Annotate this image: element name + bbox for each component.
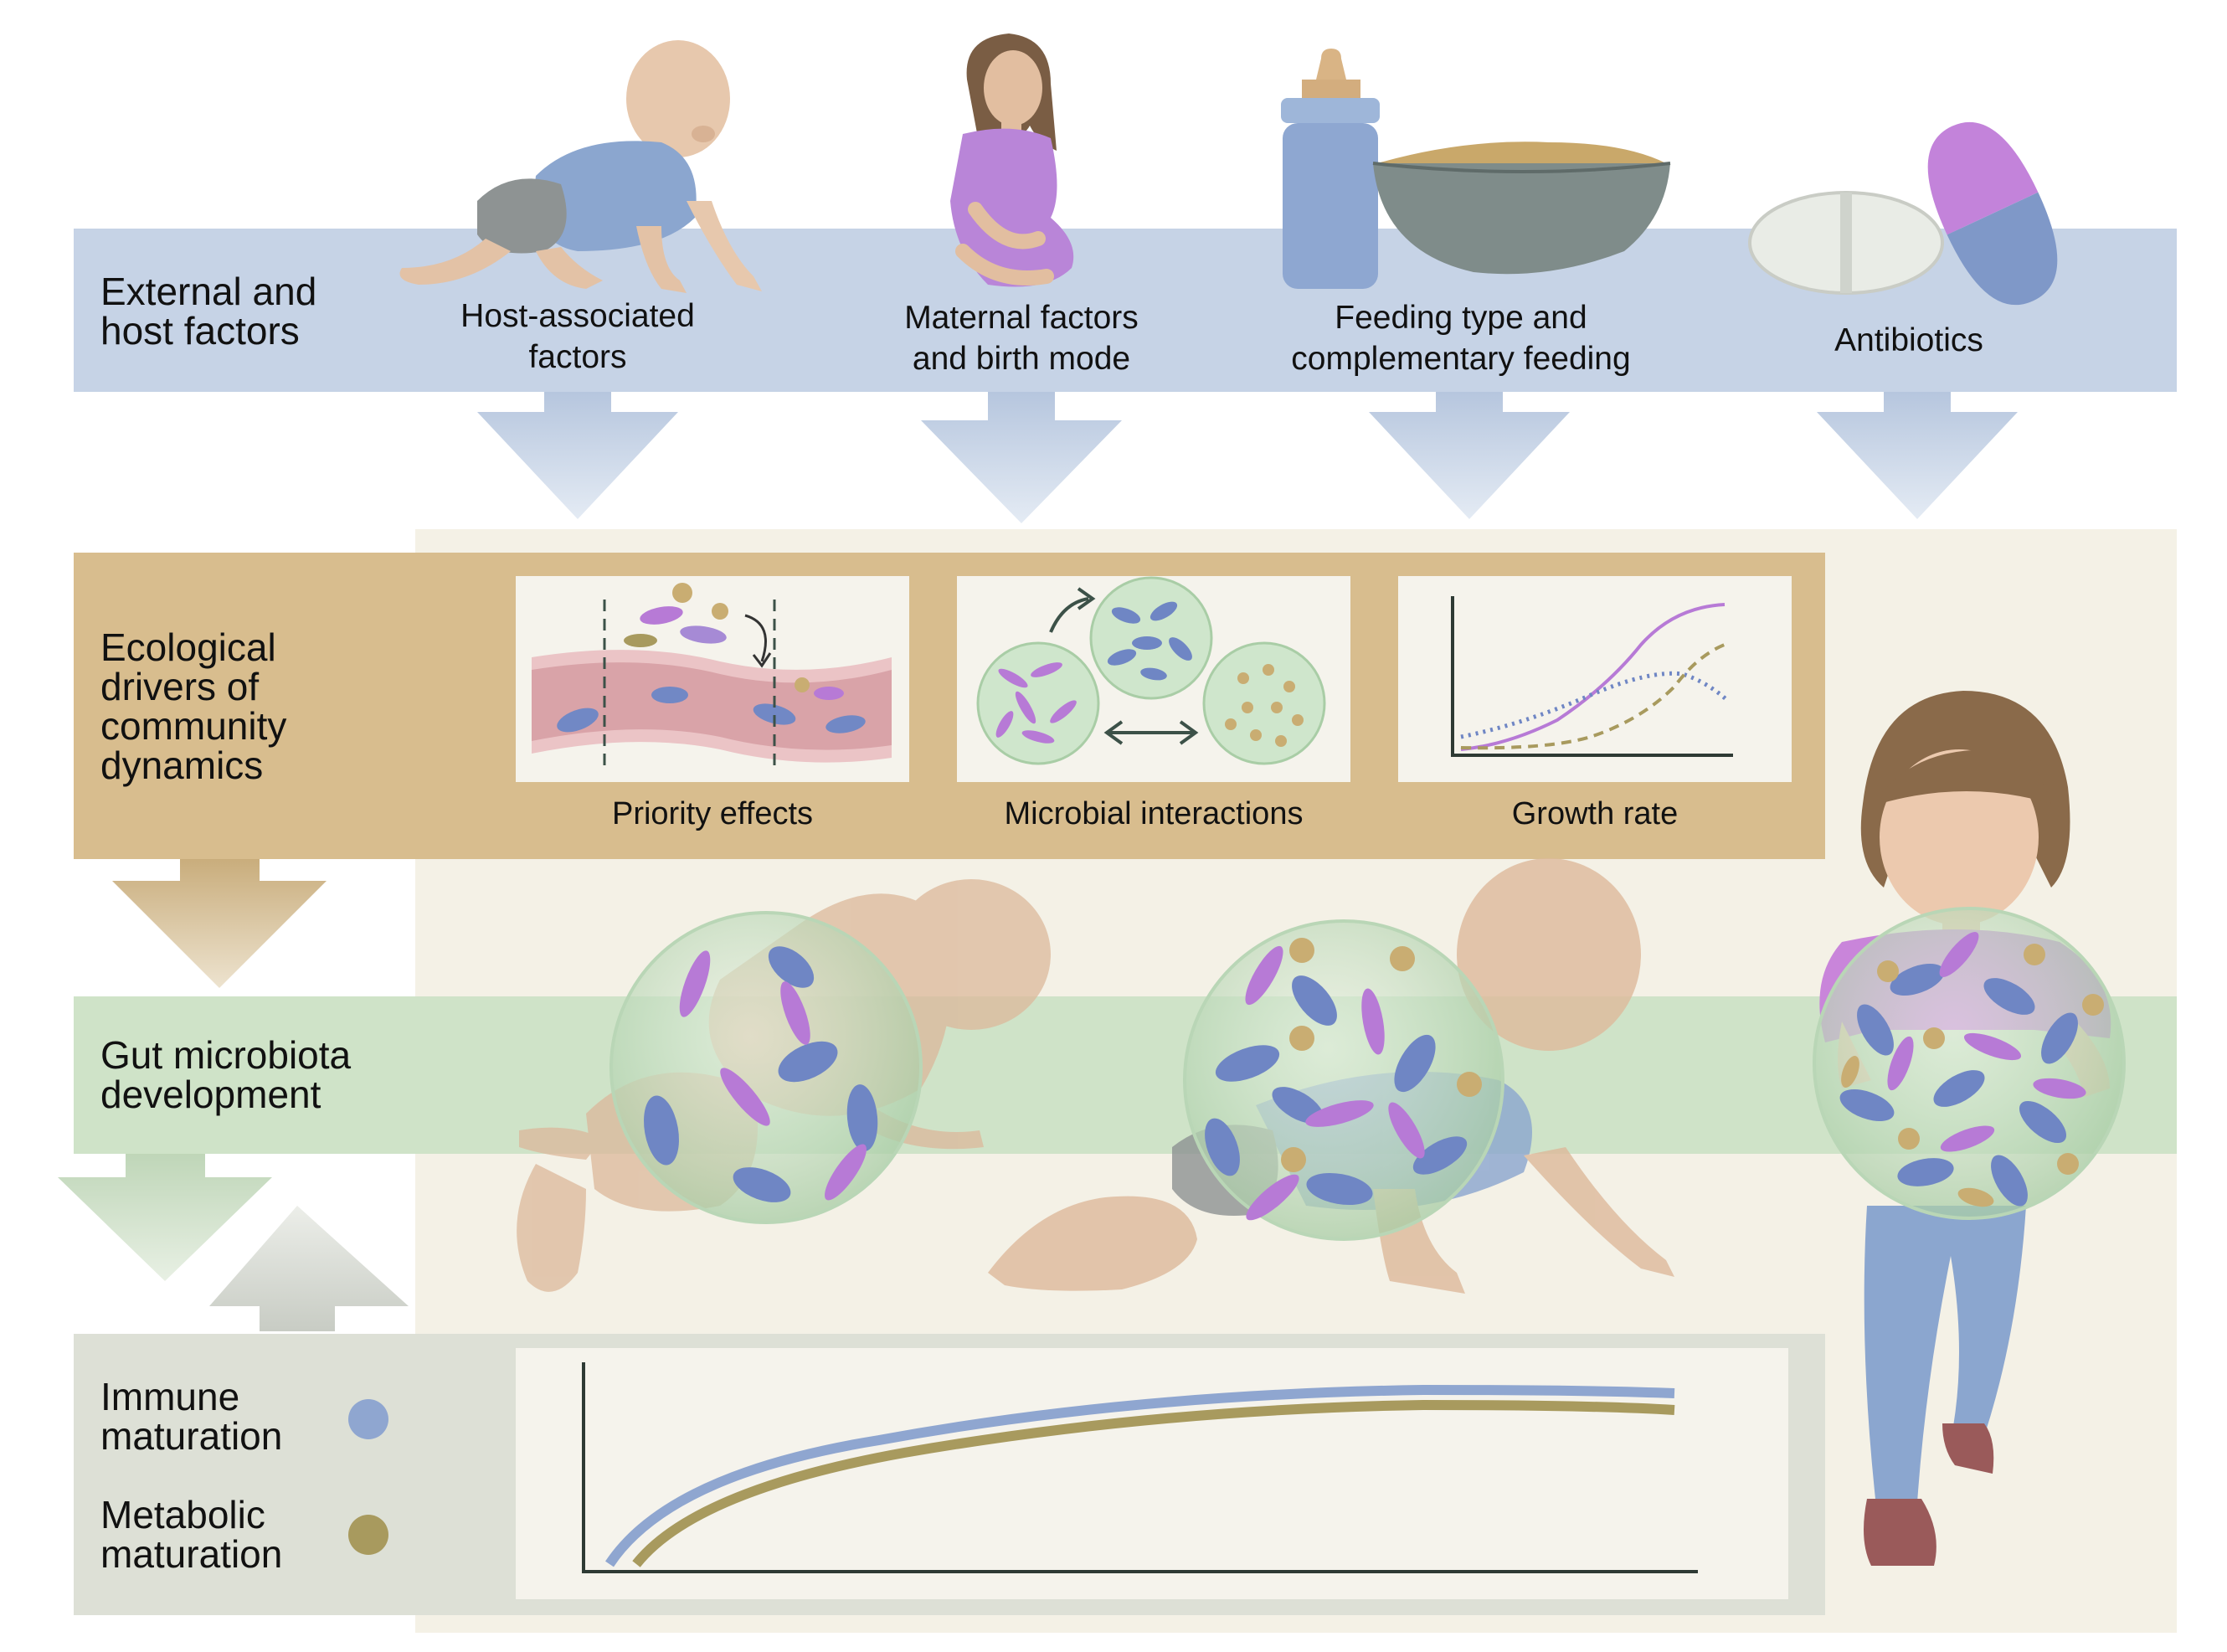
growth-curve-tan-dashed <box>1460 641 1730 750</box>
bacteria-bubble-newborn <box>609 911 923 1224</box>
growth-curve-blue-dotted <box>1460 671 1731 739</box>
down-arrow-host <box>477 392 678 519</box>
metabolic-title-line1: Metabolic <box>100 1493 265 1536</box>
immune-legend-dot <box>348 1399 388 1439</box>
maturation-chart-panel <box>516 1348 1788 1599</box>
host-factors-line2: factors <box>528 339 627 375</box>
microbial-interactions-graphic <box>976 576 1326 765</box>
growth-rate-label: Growth rate <box>1511 796 1679 831</box>
metabolic-title-line2: maturation <box>100 1532 283 1576</box>
priority-effects-label: Priority effects <box>611 796 814 831</box>
crawling-baby-illustration <box>399 40 762 293</box>
up-arrow-maturation <box>209 1206 409 1331</box>
gut-title-line2: development <box>100 1073 321 1116</box>
growth-curve-purple <box>1460 603 1726 751</box>
host-factors-label: Host-associated factors <box>423 296 733 378</box>
immune-maturation-title: Immune maturation <box>100 1377 282 1456</box>
feeding-factors-label: Feeding type and complementary feeding <box>1264 297 1658 379</box>
gut-title-line1: Gut microbiota <box>100 1033 352 1077</box>
immune-title-line1: Immune <box>100 1375 240 1418</box>
intestine-graphic <box>532 583 892 770</box>
ecological-drivers-title: Ecological drivers of community dynamics <box>100 628 286 785</box>
factor-arrows <box>477 392 2018 523</box>
host-factors-line1: Host-associated <box>460 298 695 334</box>
bottle-and-bowl-illustration <box>1281 49 1671 289</box>
ecological-title-line2: drivers of <box>100 665 260 708</box>
immune-title-line2: maturation <box>100 1414 283 1458</box>
ecological-title-line4: dynamics <box>100 744 264 787</box>
maturation-curves-chart <box>582 1362 1698 1573</box>
growth-rate-panel <box>1398 576 1792 782</box>
down-arrow-gut <box>58 1154 272 1281</box>
feeding-factors-line1: Feeding type and <box>1335 300 1587 336</box>
pregnant-woman-illustration <box>950 33 1074 287</box>
down-arrow-antibiotics <box>1817 392 2018 519</box>
bacteria-bubble-infant <box>1183 919 1504 1241</box>
gut-microbiota-title: Gut microbiota development <box>100 1036 351 1114</box>
external-title-line1: External and <box>100 270 317 313</box>
antibiotics-line1: Antibiotics <box>1834 322 1983 358</box>
down-arrow-maternal <box>921 392 1122 523</box>
external-title-line2: host factors <box>100 309 300 353</box>
maternal-factors-label: Maternal factors and birth mode <box>862 297 1180 379</box>
metabolic-legend-dot <box>348 1515 388 1555</box>
maternal-factors-line2: and birth mode <box>912 341 1131 377</box>
down-arrow-feeding <box>1369 392 1570 519</box>
immune-maturation-curve <box>605 1384 1675 1567</box>
down-arrow-ecological <box>112 859 327 988</box>
ecological-title-line1: Ecological <box>100 625 276 669</box>
feeding-factors-line2: complementary feeding <box>1291 341 1631 377</box>
bacteria-bubble-toddler <box>1813 907 2126 1220</box>
ecological-title-line3: community <box>100 704 287 748</box>
growth-rate-mini-chart <box>1451 596 1733 757</box>
microbial-interactions-label: Microbial interactions <box>1004 796 1304 831</box>
metabolic-maturation-title: Metabolic maturation <box>100 1495 282 1574</box>
maternal-factors-line1: Maternal factors <box>904 300 1139 336</box>
antibiotics-label: Antibiotics <box>1783 320 2034 361</box>
metabolic-maturation-curve <box>632 1399 1675 1567</box>
external-factors-title: External and host factors <box>100 272 316 351</box>
antibiotic-pills-illustration <box>1748 121 2058 306</box>
